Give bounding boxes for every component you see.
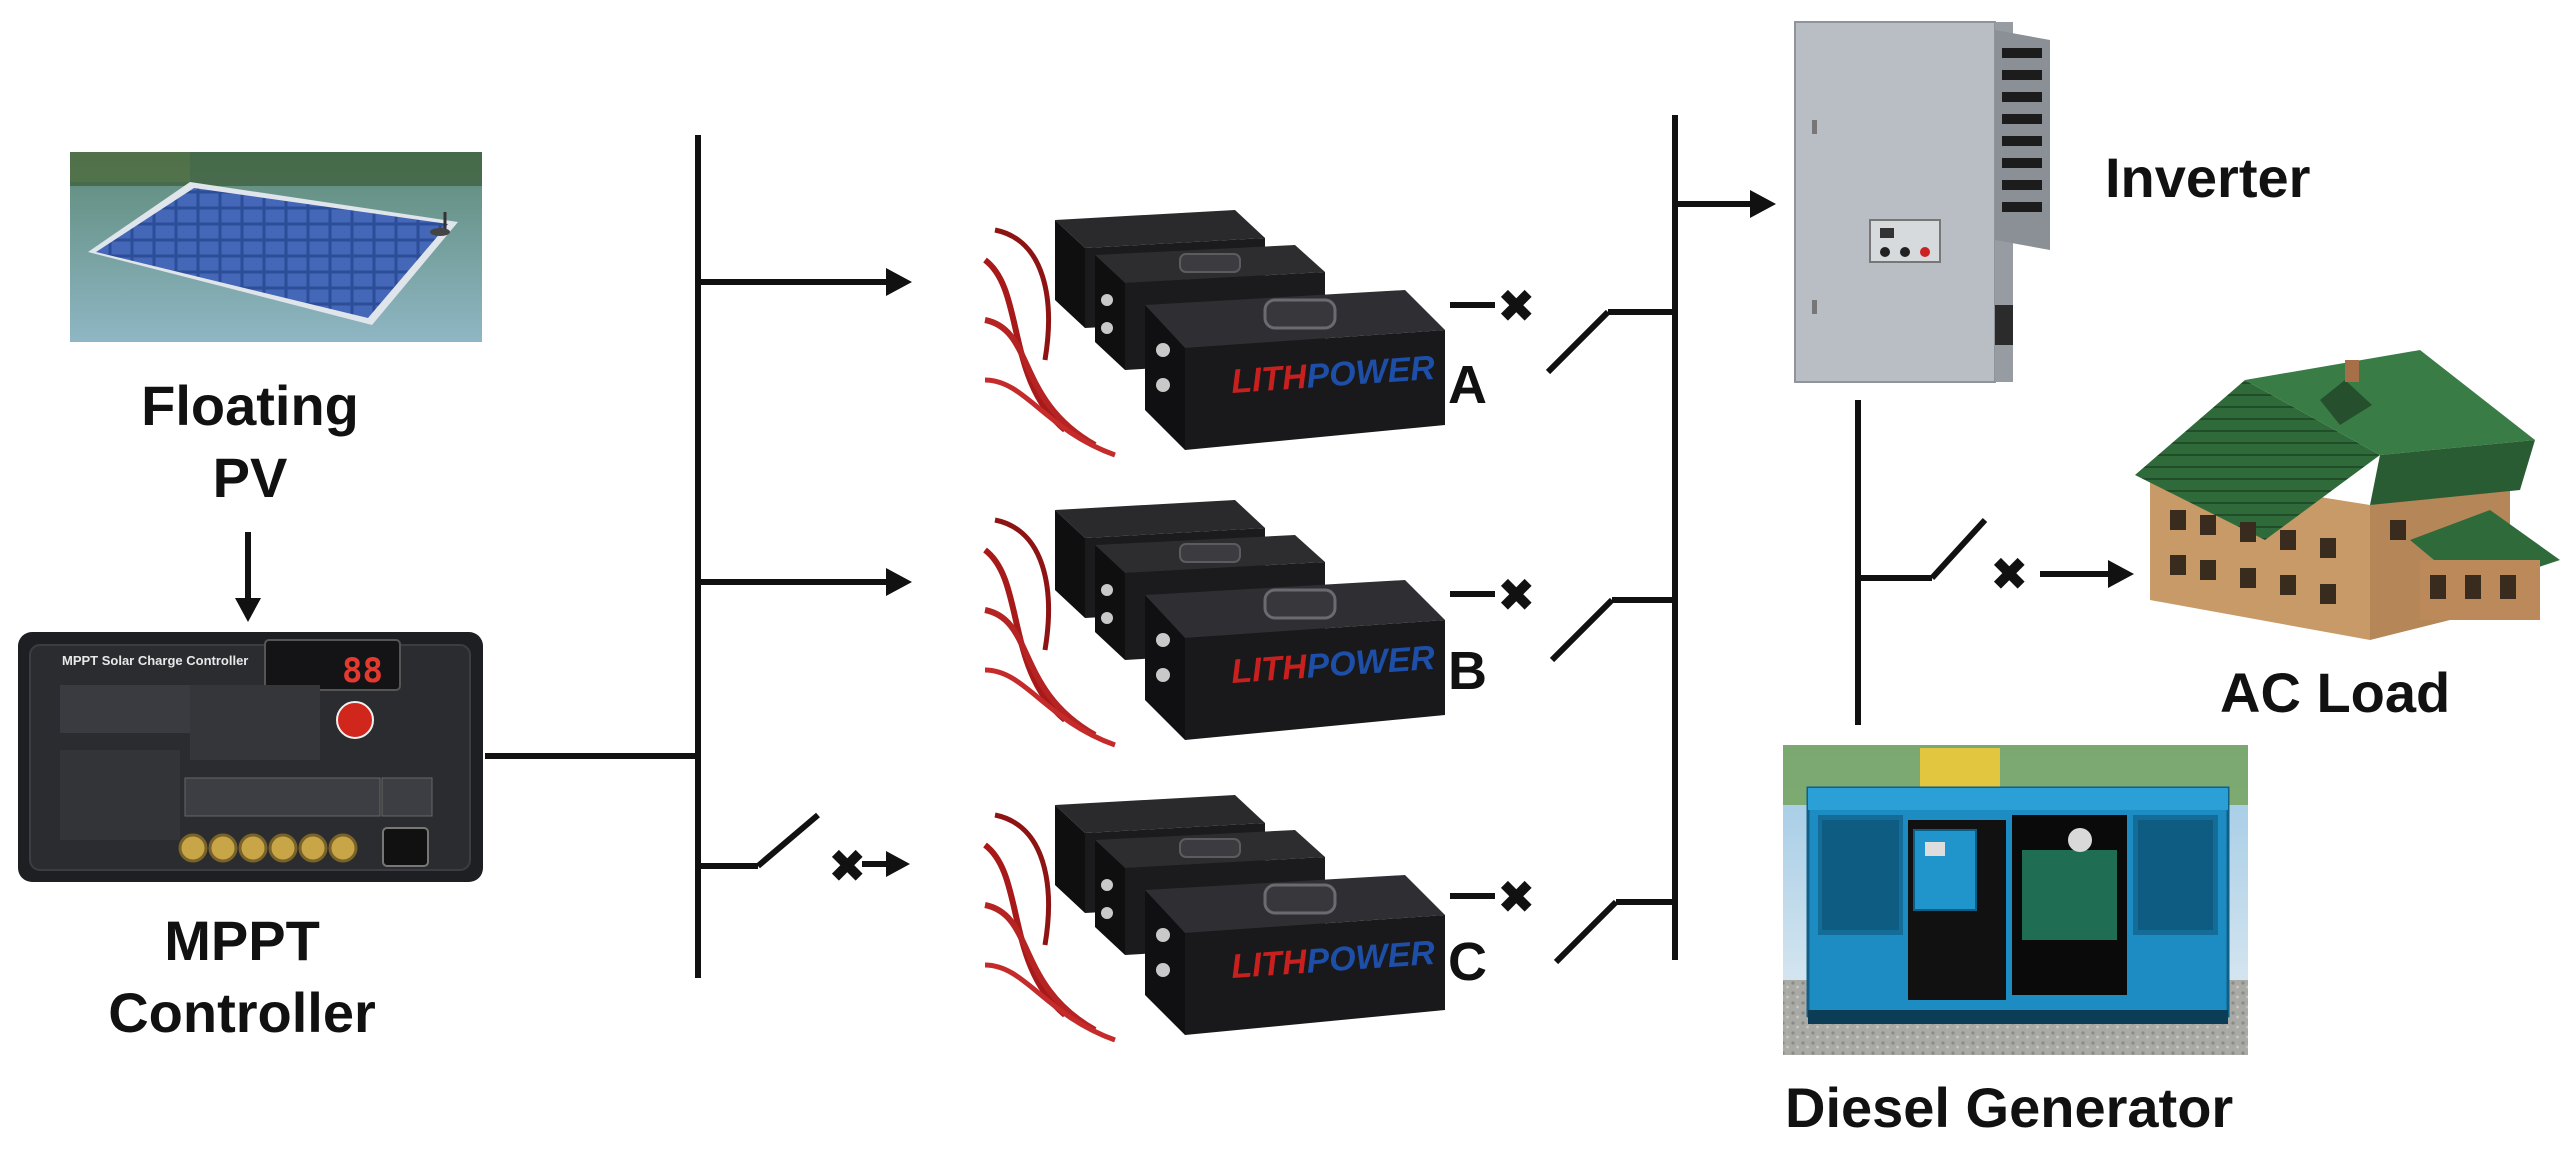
pv-to-controller-arrow: [235, 532, 261, 622]
ac-load-breaker-icon: ✖: [1990, 548, 2029, 600]
battery-c-input-breaker-icon: ✖: [828, 840, 867, 892]
battery-a-brand-power: POWER: [1305, 349, 1436, 396]
bus-to-inverter-arrow: [1675, 190, 1776, 218]
battery-c-output: ✖: [1450, 871, 1675, 965]
battery-b-brand-power: POWER: [1305, 639, 1436, 686]
battery-b-breaker-icon: ✖: [1497, 569, 1536, 621]
bus-to-battery-b-arrow: [698, 568, 912, 596]
floating-pv-label: Floating PV: [141, 374, 359, 509]
battery-c-brand-lith: LITH: [1230, 943, 1309, 986]
battery-c-image: LITHPOWER: [985, 795, 1445, 1040]
battery-c-label: C: [1448, 932, 1487, 992]
battery-c-breaker-icon: ✖: [1497, 871, 1536, 923]
ac-load-house-image: [2135, 350, 2560, 640]
controller-display-readout: 88: [342, 651, 383, 691]
floating-pv-image: [70, 152, 482, 342]
svg-text:LITHPOWER: LITHPOWER: [1230, 349, 1437, 401]
battery-a-breaker-icon: ✖: [1497, 280, 1536, 332]
battery-b-label: B: [1448, 641, 1487, 701]
diesel-generator-label: Diesel Generator: [1785, 1076, 2234, 1139]
battery-a-brand-lith: LITH: [1230, 358, 1309, 401]
bus-to-battery-c-switch: ✖: [698, 812, 910, 892]
house-windows: [2170, 510, 2516, 604]
mppt-controller-label: MPPT Controller: [108, 909, 376, 1044]
ac-load-switch: ✖: [1858, 517, 2134, 600]
mppt-controller-image: MPPT Solar Charge Controller 88: [18, 632, 483, 882]
ac-load-label: AC Load: [2220, 661, 2451, 724]
inverter-image: [1794, 21, 2050, 383]
inverter-label: Inverter: [2105, 146, 2311, 209]
controller-panel-title: MPPT Solar Charge Controller: [62, 653, 248, 668]
battery-c-brand-power: POWER: [1305, 934, 1436, 981]
battery-b-output: ✖: [1450, 569, 1675, 663]
diesel-generator-image: [1783, 745, 2248, 1055]
inverter-breaker-rows: [2002, 48, 2042, 212]
svg-text:LITHPOWER: LITHPOWER: [1230, 934, 1437, 986]
battery-a-image: LITHPOWER: [985, 210, 1445, 455]
battery-a-output: ✖: [1450, 280, 1675, 375]
battery-b-image: LITHPOWER: [985, 500, 1445, 745]
svg-text:LITHPOWER: LITHPOWER: [1230, 639, 1437, 691]
battery-b-brand-lith: LITH: [1230, 648, 1309, 691]
battery-a-label: A: [1448, 355, 1487, 415]
controller-terminals: [178, 833, 358, 863]
bus-to-battery-a-arrow: [698, 268, 912, 296]
